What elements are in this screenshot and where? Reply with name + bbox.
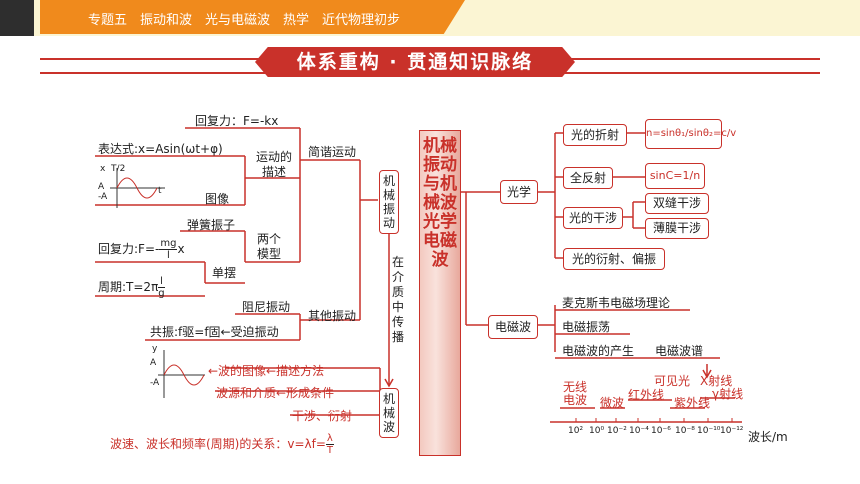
wave-axis-minus-a: -A bbox=[150, 378, 160, 388]
shm-text: 简谐运动 bbox=[308, 145, 357, 159]
spring-oscillator-text: 弹簧振子 bbox=[187, 218, 236, 232]
mech-vibration-box: 机械振动 bbox=[379, 170, 399, 234]
optics-box: 光学 bbox=[500, 180, 538, 204]
tick-label: 10⁻⁴ bbox=[629, 426, 649, 436]
chapter-tab[interactable]: 专题五 振动和波 光与电磁波 热学 近代物理初步 bbox=[40, 0, 465, 34]
tick-label: 10⁻² bbox=[607, 426, 627, 436]
light-interference-box: 光的干涉 bbox=[563, 207, 623, 229]
tick-label: 10² bbox=[568, 426, 584, 436]
spectrum-label-xray: X射线 bbox=[700, 374, 733, 388]
wave-graph-text: ←波的图像←描述方法 bbox=[208, 364, 325, 378]
tick-label: 10⁻⁶ bbox=[651, 426, 671, 436]
thin-film-box: 薄膜干涉 bbox=[645, 218, 709, 239]
other-vibration-text: 其他振动 bbox=[308, 309, 357, 323]
spectrum-label-gamma: γ射线 bbox=[712, 387, 744, 401]
spectrum-label-visible: 可见光 bbox=[654, 374, 691, 388]
wave-graph-axis: y bbox=[152, 344, 158, 354]
wave-axis-a: A bbox=[150, 358, 157, 368]
tick-label: 10⁻⁸ bbox=[675, 426, 695, 436]
spectrum-label-radio: 无线电波 bbox=[562, 380, 587, 407]
em-wave-box: 电磁波 bbox=[488, 315, 538, 339]
shm-graph-labels: x T/2 bbox=[100, 164, 126, 174]
chapter-tab-label: 专题五 振动和波 光与电磁波 热学 近代物理初步 bbox=[88, 13, 401, 28]
light-diffraction-box: 光的衍射、偏振 bbox=[563, 248, 665, 270]
motion-desc-text: 运动的描述 bbox=[255, 150, 292, 179]
total-reflection-box: 全反射 bbox=[563, 167, 613, 189]
central-topic-text: 机械振动与机械波光学电磁波 bbox=[423, 136, 457, 270]
shm-axis-a: A bbox=[98, 182, 105, 192]
tick-label: 10⁻¹² bbox=[720, 426, 744, 436]
medium-propagation-text: 在介质中传播 bbox=[391, 255, 404, 344]
central-topic-pillar: 机械振动与机械波光学电磁波 bbox=[419, 130, 461, 456]
spectrum-label-uv: 紫外线 bbox=[674, 396, 711, 410]
em-spectrum-text: 电磁波谱 bbox=[655, 344, 704, 358]
double-slit-box: 双缝干涉 bbox=[645, 193, 709, 214]
damped-vibration-text: 阻尼振动 bbox=[242, 300, 291, 314]
top-bar: 专题五 振动和波 光与电磁波 热学 近代物理初步 bbox=[0, 0, 860, 36]
spectrum-label-microwave: 微波 bbox=[600, 396, 625, 410]
restoring-force-text: 回复力：F=-kx bbox=[195, 114, 279, 128]
shm-axis-minus-a: -A bbox=[98, 192, 108, 202]
shm-graph bbox=[110, 168, 165, 208]
wave-source-text: 波源和介质←形成条件 bbox=[216, 386, 335, 400]
interference-diffraction-text: 干涉、衍射 bbox=[292, 409, 353, 423]
em-generation-text: 电磁波的产生 bbox=[562, 344, 635, 358]
mech-wave-box: 机械波 bbox=[379, 388, 399, 438]
wave-graph bbox=[158, 350, 205, 398]
two-models-text: 两个模型 bbox=[256, 232, 281, 261]
tick-label: 10⁰ bbox=[589, 426, 605, 436]
axis-unit-label: 波长/m bbox=[748, 430, 788, 444]
critical-angle-box: sinC=1/n bbox=[645, 163, 705, 189]
snell-law-box: n=sinθ₁/sinθ₂=c/v bbox=[645, 119, 736, 149]
pendulum-text: 单摆 bbox=[212, 266, 237, 280]
graph-label: 图像 bbox=[205, 192, 230, 206]
refraction-box: 光的折射 bbox=[563, 124, 627, 146]
tick-label: 10⁻¹⁰ bbox=[697, 426, 721, 436]
shm-axis-t: t bbox=[158, 186, 162, 196]
expression-text: 表达式:x=Asin(ωt+φ) bbox=[98, 142, 223, 156]
em-oscillation-text: 电磁振荡 bbox=[562, 320, 611, 334]
top-bar-accent bbox=[0, 0, 34, 36]
maxwell-text: 麦克斯韦电磁场理论 bbox=[562, 296, 671, 310]
spectrum-label-infrared: 红外线 bbox=[628, 388, 665, 402]
banner-title: 体系重构 · 贯通知识脉络 bbox=[255, 47, 575, 77]
resonance-text: 共振:f驱=f固←受迫振动 bbox=[150, 325, 279, 339]
